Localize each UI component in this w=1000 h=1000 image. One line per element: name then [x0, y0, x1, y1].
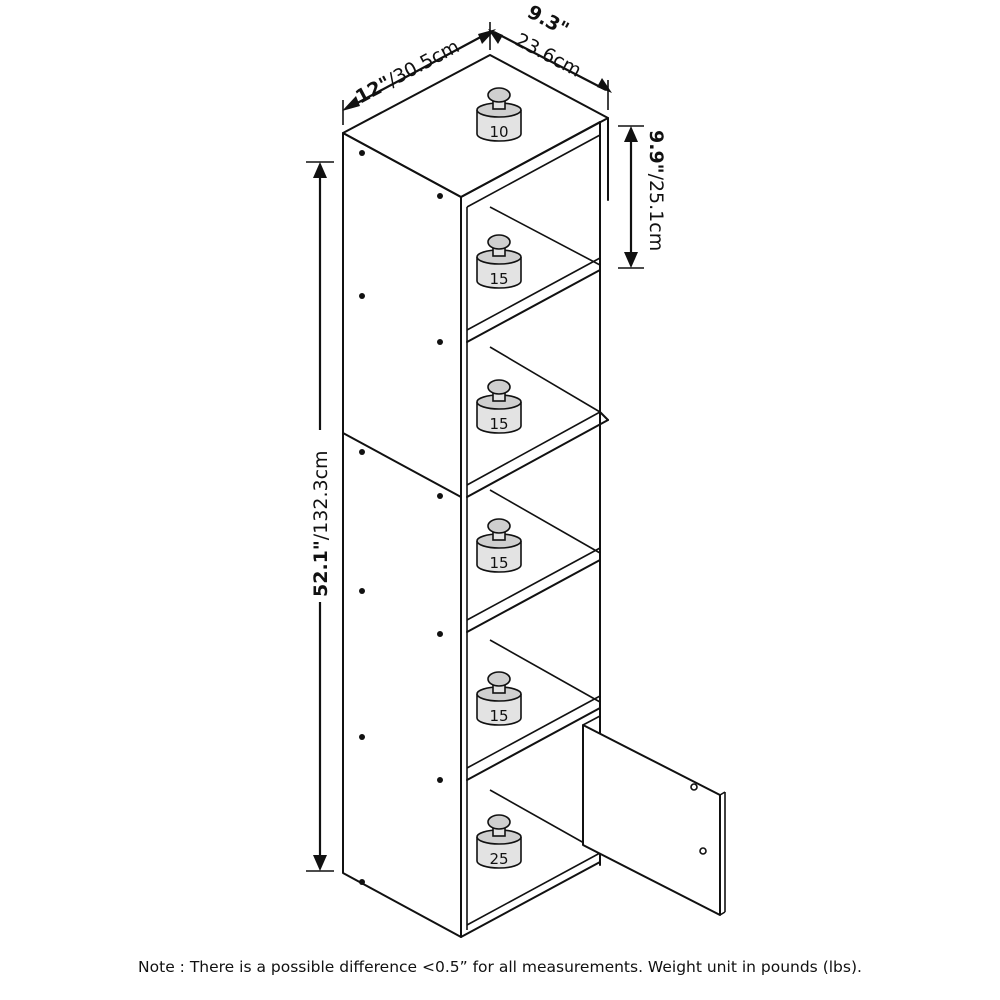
screw-holes: [359, 150, 443, 885]
weight-label: 15: [489, 415, 508, 433]
width-dimension: 12"/30.5cm: [342, 22, 496, 125]
width-cm: /30.5cm: [384, 35, 463, 91]
weight-indicators: 10 15 15 15 15 25: [476, 87, 522, 869]
svg-text:12"/30.5cm: 12"/30.5cm: [352, 35, 463, 108]
weight-label: 15: [489, 270, 508, 288]
weight-cubby-3: 15: [476, 518, 522, 573]
depth-cm: 23.6cm: [512, 29, 585, 82]
svg-text:23.6cm: 23.6cm: [512, 29, 585, 82]
height-inches: 52.1": [310, 540, 332, 597]
height-dimension: 52.1"/132.3cm: [306, 161, 334, 872]
weight-cubby-4: 15: [476, 671, 522, 726]
svg-text:9.9"/25.1cm: 9.9"/25.1cm: [645, 130, 667, 251]
shelf-unit: [342, 54, 726, 938]
shelves: [460, 206, 609, 938]
weight-top: 10: [476, 87, 522, 142]
weight-cubby-1: 15: [476, 234, 522, 289]
shelf-height-inches: 9.9": [645, 130, 667, 174]
weight-label: 10: [489, 123, 508, 141]
weight-label: 15: [489, 554, 508, 572]
module-seam: [342, 432, 462, 498]
weight-cubby-2: 15: [476, 379, 522, 434]
height-cm: /132.3cm: [310, 450, 332, 540]
svg-text:52.1"/132.3cm: 52.1"/132.3cm: [310, 450, 332, 597]
side-panel: [342, 132, 462, 938]
shelf-height-dimension: 9.9"/25.1cm: [618, 125, 667, 269]
weight-label: 25: [489, 850, 508, 868]
weight-cabinet: 25: [476, 814, 522, 869]
shelf-height-cm: /25.1cm: [645, 174, 667, 252]
measurement-note: Note : There is a possible difference <0…: [138, 958, 862, 976]
open-door: [582, 715, 726, 916]
weight-label: 15: [489, 707, 508, 725]
